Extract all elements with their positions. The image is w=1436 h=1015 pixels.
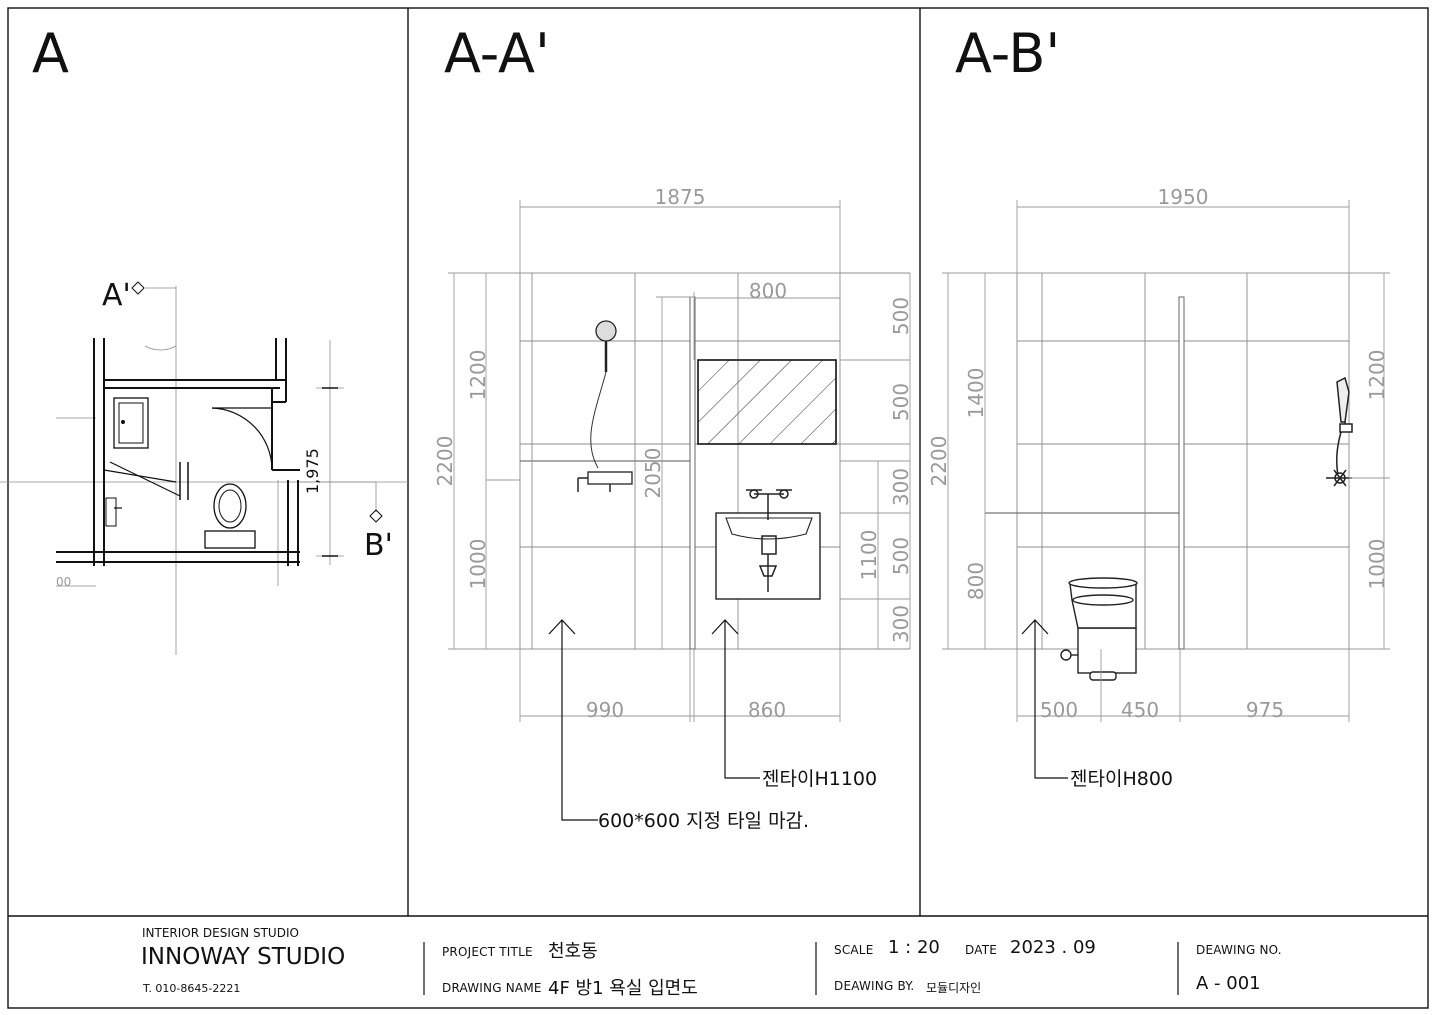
plan-dim-1975: 1,975	[303, 448, 322, 494]
ab-dim-500: 500	[1040, 698, 1078, 722]
ab-note-jentai: 젠타이H800	[1070, 768, 1173, 790]
date-value: 2023 . 09	[1010, 937, 1096, 958]
aa-dim-1200: 1200	[466, 350, 490, 401]
date-label: DATE	[965, 943, 998, 957]
aa-dim-top: 1875	[655, 185, 706, 209]
ab-title: A-B'	[955, 22, 1060, 85]
ab-dim-975: 975	[1246, 698, 1284, 722]
studio-phone: T. 010-8645-2221	[143, 982, 241, 995]
ab-dim-800: 800	[964, 562, 988, 600]
aa-dim-500-c: 500	[889, 537, 913, 575]
aa-note-tile: 600*600 지정 타일 마감.	[598, 810, 809, 832]
ab-dim-450: 450	[1121, 698, 1159, 722]
project-title-label: PROJECT TITLE	[442, 945, 533, 959]
elevation-ab: 1950 2200 1400 800 1200 1000 500 450 975…	[927, 185, 1390, 790]
aa-dim-990: 990	[586, 698, 624, 722]
ab-dim-1400: 1400	[964, 368, 988, 419]
drawing-name-label: DRAWING NAME	[442, 981, 542, 995]
drawing-no-label: DEAWING NO.	[1196, 943, 1282, 957]
aa-dim-mirror: 800	[749, 279, 787, 303]
aa-title: A-A'	[444, 22, 550, 85]
aa-dim-2200: 2200	[433, 436, 457, 487]
drawing-by-value: 모듈디자인	[926, 981, 982, 995]
ab-dim-top: 1950	[1158, 185, 1209, 209]
aa-dim-860: 860	[748, 698, 786, 722]
ab-dim-1200: 1200	[1365, 350, 1389, 401]
aa-dim-500-b: 500	[889, 383, 913, 421]
studio-subtitle: INTERIOR DESIGN STUDIO	[142, 926, 299, 940]
floor-plan: A' B' 1,975 00	[0, 278, 408, 655]
studio-name: INNOWAY STUDIO	[141, 944, 346, 970]
aa-dim-1100: 1100	[857, 530, 881, 581]
aa-dim-300-b: 300	[889, 605, 913, 643]
elevation-aa: 1875 800 2200 1200 1000 2050 500 500 300…	[433, 185, 913, 832]
plan-dim-00: 00	[56, 575, 71, 589]
aa-dim-500-a: 500	[889, 297, 913, 335]
aa-dim-1000: 1000	[466, 539, 490, 590]
plan-marker-b: B'	[364, 528, 393, 563]
aa-note-jentai: 젠타이H1100	[762, 768, 877, 790]
drawing-by-label: DEAWING BY.	[834, 979, 915, 993]
drawing-no-value: A - 001	[1196, 973, 1261, 994]
scale-value: 1 : 20	[888, 937, 940, 958]
ab-dim-1000: 1000	[1365, 539, 1389, 590]
drawing-name: 4F 방1 욕실 입면도	[548, 978, 698, 999]
project-title: 천호동	[548, 941, 598, 962]
ab-dim-2200: 2200	[927, 436, 951, 487]
plan-marker-a: A'	[102, 278, 131, 313]
plan-title: A	[32, 22, 69, 85]
sheet-frame	[7, 7, 1429, 1009]
scale-label: SCALE	[834, 943, 874, 957]
aa-dim-300-a: 300	[889, 468, 913, 506]
aa-dim-2050: 2050	[641, 448, 665, 499]
